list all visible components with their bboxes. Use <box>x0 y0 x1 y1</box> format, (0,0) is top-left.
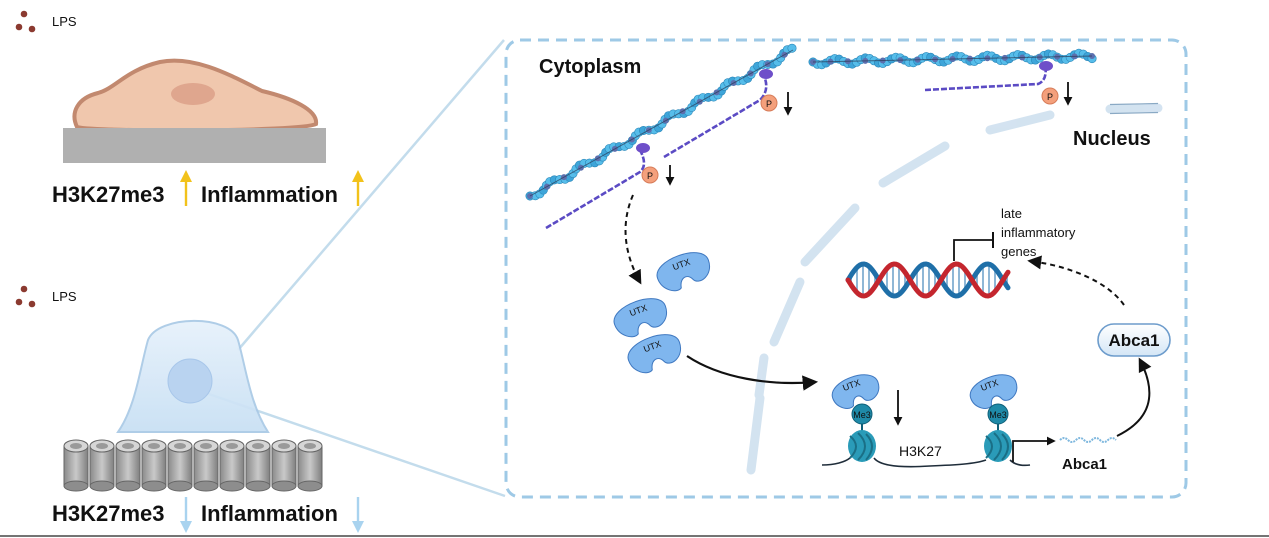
h3k27me3-label: H3K27me3 <box>52 182 165 207</box>
dna-helix-icon <box>845 261 1011 299</box>
inhibition-symbol <box>953 239 993 261</box>
late-genes-line: genes <box>1001 244 1037 259</box>
dashed-arrow <box>624 194 642 285</box>
zoom-box: Cytoplasm Nucleus <box>504 38 1188 499</box>
utx-protein: UTX <box>613 298 668 338</box>
phosphate-label: P <box>1047 92 1053 102</box>
down-arrow-icon <box>665 82 1073 426</box>
mrna-icon <box>1059 437 1117 443</box>
me3-mark: Me3 <box>851 403 873 425</box>
up-arrow-icon <box>180 170 192 206</box>
top-panel: LPS H3K27me3 Inflammation <box>15 10 364 207</box>
phosphate-icon: P <box>760 94 778 112</box>
flat-cell <box>72 58 319 133</box>
flat-substrate <box>63 128 326 163</box>
lps-icon <box>15 10 36 33</box>
myosin-head <box>636 61 1053 153</box>
utx-protein: UTX <box>831 374 880 409</box>
cytoplasm-label: Cytoplasm <box>539 56 641 78</box>
abca1-gene-label: Abca1 <box>1062 456 1107 473</box>
abca1-protein: Abca1 <box>1097 323 1171 357</box>
nucleosome-complex: UTX Me3 <box>831 374 880 462</box>
inflammation-label: Inflammation <box>201 182 338 207</box>
histone-icon <box>848 430 876 462</box>
nuclear-envelope-outline <box>1109 102 1159 115</box>
dashed-border <box>504 38 1188 499</box>
zoom-line <box>237 39 505 351</box>
translation-arrow <box>1116 357 1152 437</box>
nuclear-envelope <box>746 103 1163 475</box>
nucleus-shape <box>167 358 213 404</box>
nucleus-label: Nucleus <box>1073 128 1151 150</box>
pillar-substrate <box>63 439 323 492</box>
phosphate-icon: P <box>1041 87 1059 105</box>
lps-label: LPS <box>52 289 77 304</box>
late-genes-line: inflammatory <box>1001 225 1076 240</box>
translocation-arrow <box>686 355 819 391</box>
utx-protein: UTX <box>969 374 1018 409</box>
lps-label: LPS <box>52 14 77 29</box>
nucleosome-complex: UTX Me3 <box>969 374 1018 462</box>
phosphate-label: P <box>766 99 772 109</box>
phosphate-icon: P <box>641 166 659 184</box>
phosphate-label: P <box>647 171 653 181</box>
nucleus-shape <box>171 83 215 105</box>
lps-icon <box>15 285 36 308</box>
up-arrow-icon <box>352 170 364 206</box>
histone-icon <box>984 430 1012 462</box>
h3k27me3-label: H3K27me3 <box>52 501 165 526</box>
bottom-panel: LPS H3K27me3 Inflammation <box>15 39 506 533</box>
dashed-arrow <box>1027 255 1125 306</box>
utx-protein: UTX <box>656 252 711 292</box>
actin-filament <box>808 48 1097 70</box>
abca1-protein-label: Abca1 <box>1108 331 1159 350</box>
me3-label: Me3 <box>853 410 871 420</box>
down-arrow-icon <box>180 497 192 533</box>
me3-label: Me3 <box>989 410 1007 420</box>
actin-filament <box>525 43 797 201</box>
down-arrow-icon <box>352 497 364 533</box>
late-genes-line: late <box>1001 206 1022 221</box>
transcription-arrow <box>1012 436 1056 462</box>
inflammation-label: Inflammation <box>201 501 338 526</box>
h3k27-label: H3K27 <box>899 443 942 459</box>
me3-mark: Me3 <box>987 403 1009 425</box>
chromatin-line <box>821 457 1031 468</box>
utx-protein: UTX <box>627 334 682 374</box>
